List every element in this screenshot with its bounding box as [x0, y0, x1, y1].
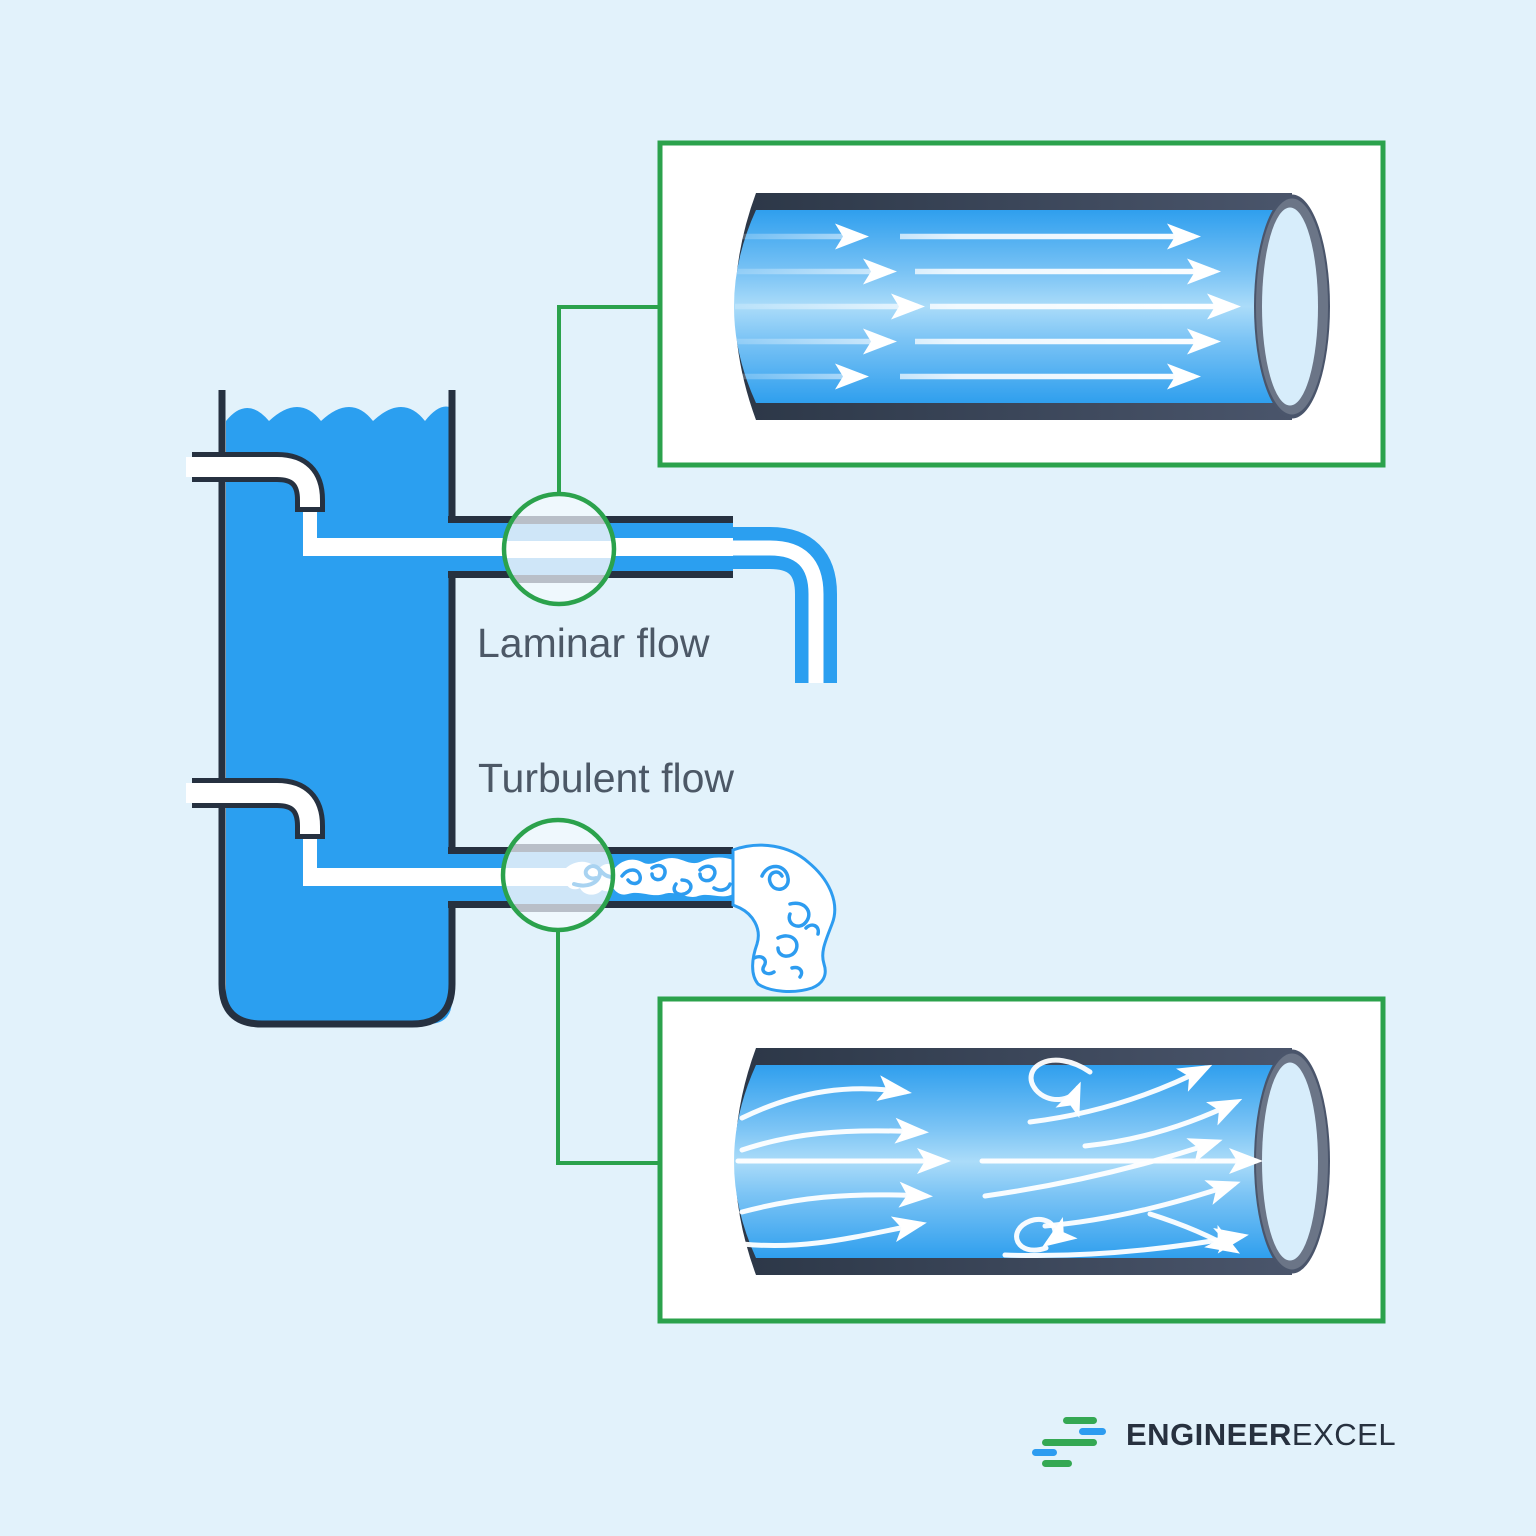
- tank-water: [226, 406, 452, 1024]
- inlet-pipe-bottom: [186, 778, 325, 839]
- stacked-flow-bars-logo-icon: [1032, 1417, 1106, 1467]
- turbulent-lens-content: [503, 820, 613, 930]
- laminar-pipe-illustration: [734, 193, 1330, 420]
- turbulent-exit-stream: [731, 843, 837, 993]
- laminar-lens-content: [504, 494, 614, 604]
- tank-walls: [218, 390, 456, 1028]
- lens-connectors: [556, 305, 660, 1165]
- logo-text-excel: EXCEL: [1291, 1417, 1397, 1452]
- turbulent-arrows: [735, 1057, 1263, 1259]
- turbulent-dye-in-pipe: [610, 857, 733, 897]
- water-tank: [218, 390, 456, 1028]
- turbulent-flow-label: Turbulent flow: [478, 755, 734, 801]
- engineerexcel-logo: ENGINEEREXCEL: [1028, 1400, 1396, 1470]
- logo-wordmark: ENGINEEREXCEL: [1126, 1417, 1396, 1453]
- inlet-pipe-top: [186, 452, 325, 512]
- laminar-arrows: [735, 223, 1241, 390]
- laminar-flow-label: Laminar flow: [477, 620, 710, 666]
- turbulent-pipe-illustration: [734, 1048, 1330, 1275]
- turbulent-magnifier-circle: [500, 817, 616, 933]
- logo-text-engineer: ENGINEER: [1126, 1417, 1292, 1452]
- laminar-magnifier-circle: [501, 491, 617, 607]
